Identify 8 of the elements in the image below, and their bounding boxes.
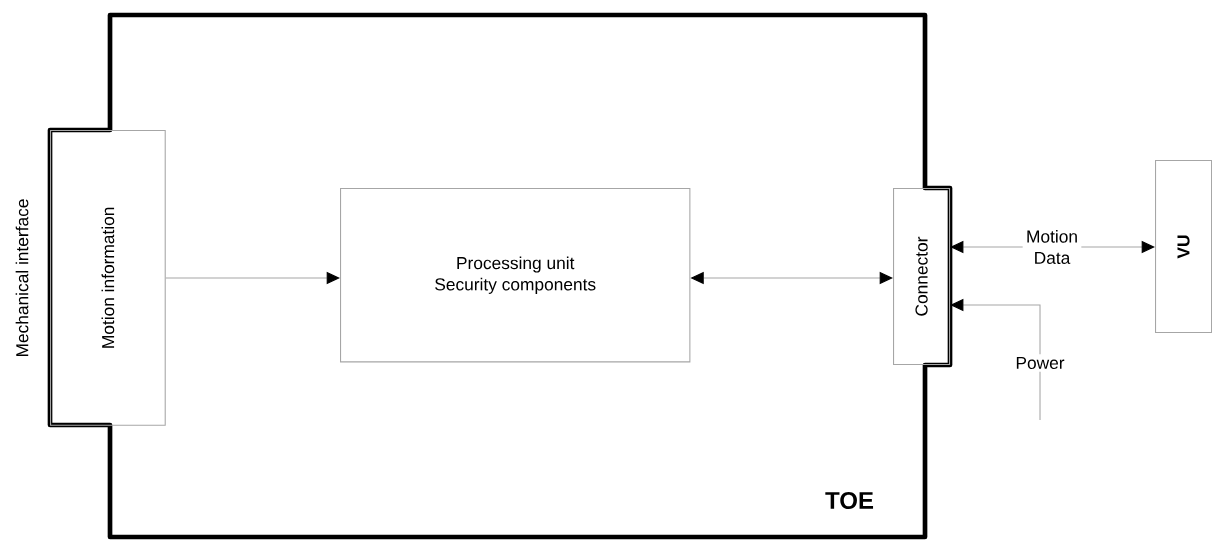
device-label: TOE bbox=[825, 491, 874, 509]
interface-label: Mechanical interface bbox=[15, 199, 29, 357]
sensor-box: Motion information bbox=[50, 130, 166, 426]
edge-label: Motion Data bbox=[1022, 227, 1082, 267]
process-box: Processing unit Security components bbox=[340, 188, 691, 363]
edge-label: Power bbox=[1010, 354, 1070, 372]
connector-box: Connector bbox=[893, 188, 951, 366]
unit-box: VU bbox=[1155, 160, 1212, 334]
